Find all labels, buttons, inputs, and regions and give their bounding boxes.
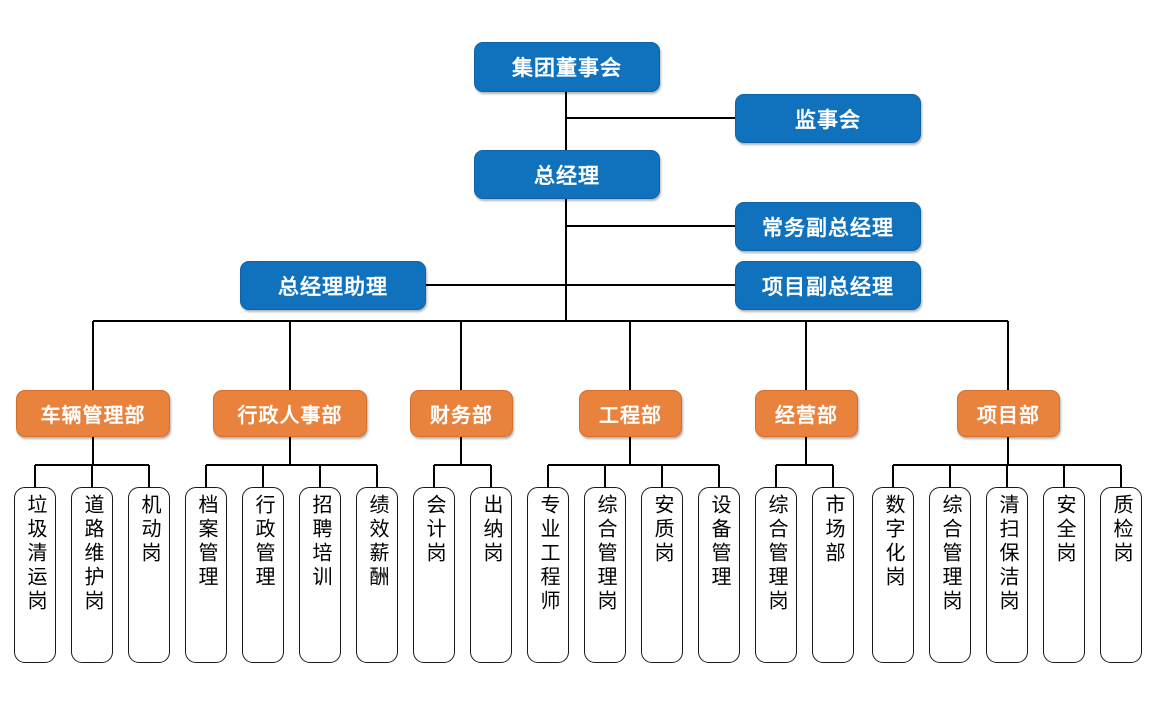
leaf-node-l13[interactable]: 设备管理 bbox=[698, 487, 740, 663]
exec-node-board[interactable]: 集团董事会 bbox=[474, 42, 660, 92]
leaf-node-l09[interactable]: 出纳岗 bbox=[470, 487, 512, 663]
leaf-node-l19[interactable]: 安全岗 bbox=[1043, 487, 1085, 663]
leaf-node-l04[interactable]: 档案管理 bbox=[185, 487, 227, 663]
leaf-node-l18[interactable]: 清扫保洁岗 bbox=[986, 487, 1028, 663]
exec-node-gm_asst[interactable]: 总经理助理 bbox=[240, 261, 426, 310]
leaf-node-l14[interactable]: 综合管理岗 bbox=[755, 487, 797, 663]
leaf-node-l15[interactable]: 市场部 bbox=[812, 487, 854, 663]
exec-node-proj_vp[interactable]: 项目副总经理 bbox=[735, 261, 921, 310]
leaf-node-l16[interactable]: 数字化岗 bbox=[872, 487, 914, 663]
leaf-node-l07[interactable]: 绩效薪酬 bbox=[356, 487, 398, 663]
leaf-node-l05[interactable]: 行政管理 bbox=[242, 487, 284, 663]
exec-node-exec_vp[interactable]: 常务副总经理 bbox=[735, 202, 921, 251]
leaf-node-l20[interactable]: 质检岗 bbox=[1100, 487, 1142, 663]
dept-node-admin_hr[interactable]: 行政人事部 bbox=[213, 390, 367, 437]
dept-node-project[interactable]: 项目部 bbox=[957, 390, 1060, 437]
leaf-node-l03[interactable]: 机动岗 bbox=[128, 487, 170, 663]
leaf-node-l10[interactable]: 专业工程师 bbox=[527, 487, 569, 663]
leaf-node-l06[interactable]: 招聘培训 bbox=[299, 487, 341, 663]
leaf-node-l11[interactable]: 综合管理岗 bbox=[584, 487, 626, 663]
dept-node-finance[interactable]: 财务部 bbox=[410, 390, 513, 437]
leaf-node-l17[interactable]: 综合管理岗 bbox=[929, 487, 971, 663]
dept-node-operation[interactable]: 经营部 bbox=[755, 390, 858, 437]
leaf-node-l08[interactable]: 会计岗 bbox=[413, 487, 455, 663]
dept-node-vehicle[interactable]: 车辆管理部 bbox=[16, 390, 170, 437]
exec-node-supervisor[interactable]: 监事会 bbox=[735, 94, 921, 143]
dept-node-engineer[interactable]: 工程部 bbox=[579, 390, 682, 437]
leaf-node-l12[interactable]: 安质岗 bbox=[641, 487, 683, 663]
exec-node-gm[interactable]: 总经理 bbox=[474, 150, 660, 199]
leaf-node-l01[interactable]: 垃圾清运岗 bbox=[14, 487, 56, 663]
leaf-node-l02[interactable]: 道路维护岗 bbox=[71, 487, 113, 663]
